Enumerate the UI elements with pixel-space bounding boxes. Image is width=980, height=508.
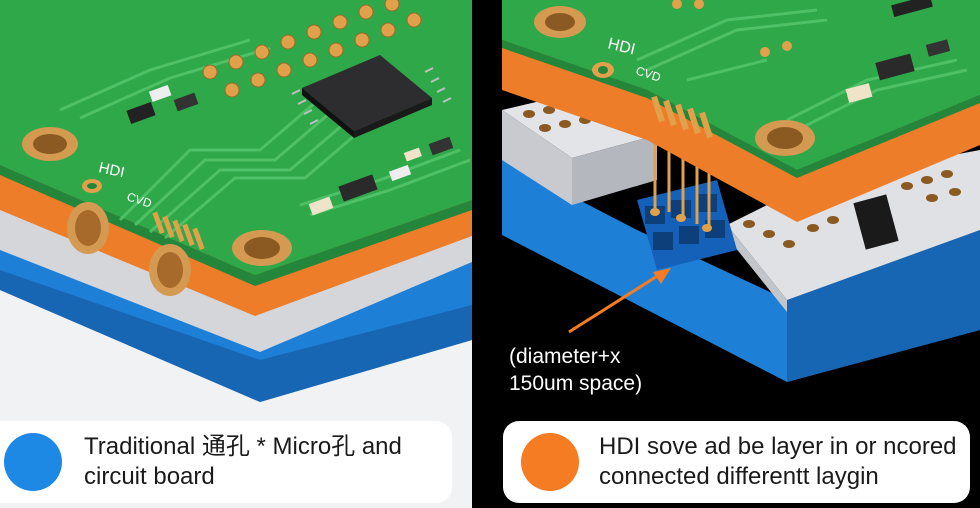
orange-prepreg-layer [0,160,472,316]
solder-pad-grid [202,0,422,98]
traditional-pcb-illustration: HDI CVD [0,0,472,402]
mounting-holes [22,127,292,266]
hdi-caption: HDI sove ad be layer in or ncored connec… [599,433,957,490]
traditional-caption: Traditional 通孔 * Micro孔 and circuit boar… [84,433,402,490]
blue-legend-dot [4,433,62,491]
edge-fingers [651,95,713,139]
panel-divider [472,0,487,508]
green-pcb-top [502,0,980,170]
qfp-chip [291,55,452,138]
board-hdi-label: HDI [97,159,126,181]
grey-dielectric-layer [0,200,472,352]
traditional-caption-card: Traditional 通孔 * Micro孔 and circuit boar… [0,421,452,503]
hdi-board-panel: HDI CVD (diameter+x 150um space) HDI sov… [487,0,980,508]
micro-via-annotation: (diameter+x 150um space) [509,345,643,395]
board-hdi-label: HDI [606,35,637,58]
annotation-arrow [568,268,671,334]
micro-via-cells [637,180,737,270]
traditional-board-panel: HDI CVD Traditional 通孔 * Micro孔 and circ… [0,0,472,508]
through-hole-vias [67,179,191,296]
grey-stacked-layers [502,90,980,312]
smd-components [126,84,454,216]
micro-via-pins [653,140,711,230]
edge-fingers [152,211,205,251]
hdi-pcb-illustration: HDI CVD [502,0,980,382]
orange-legend-dot [521,433,579,491]
hdi-caption-card: HDI sove ad be layer in or ncored connec… [503,421,970,503]
